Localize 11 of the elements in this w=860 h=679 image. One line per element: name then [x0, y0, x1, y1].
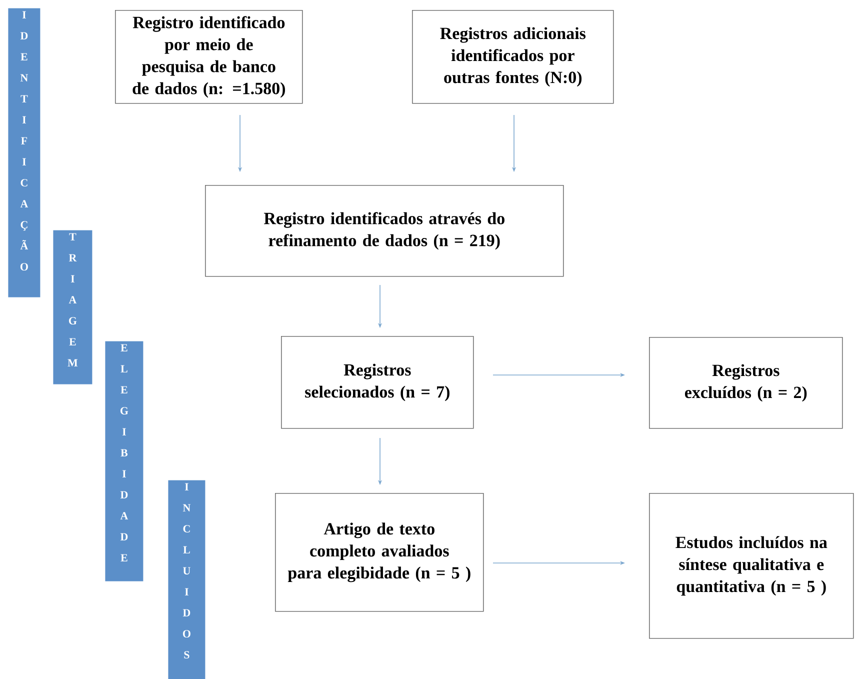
process-box: Registros adicionais identificados por outras fontes (N:0)	[412, 10, 614, 104]
stage-band: ELEGIBIDADE	[105, 341, 144, 582]
process-box: Estudos incluídos na síntese qualitativa e quantitativa (n = 5 )	[649, 493, 854, 639]
process-box: Registros excluídos (n = 2)	[649, 337, 843, 429]
stage-band: INCLUIDOS	[168, 480, 206, 679]
stage-band: IDENTIFICAÇÃO	[8, 8, 40, 298]
process-box: Registros selecionados (n = 7)	[281, 336, 474, 429]
process-box: Artigo de texto completo avaliados para elegibidade (n = 5 )	[275, 493, 484, 612]
process-box: Registro identificados através do refinamento de dados (n = 219)	[205, 185, 564, 277]
stage-band: TRIAGEM	[53, 230, 92, 384]
process-box: Registro identificado por meio de pesquisa de banco de dados (n: =1.580)	[115, 10, 303, 104]
